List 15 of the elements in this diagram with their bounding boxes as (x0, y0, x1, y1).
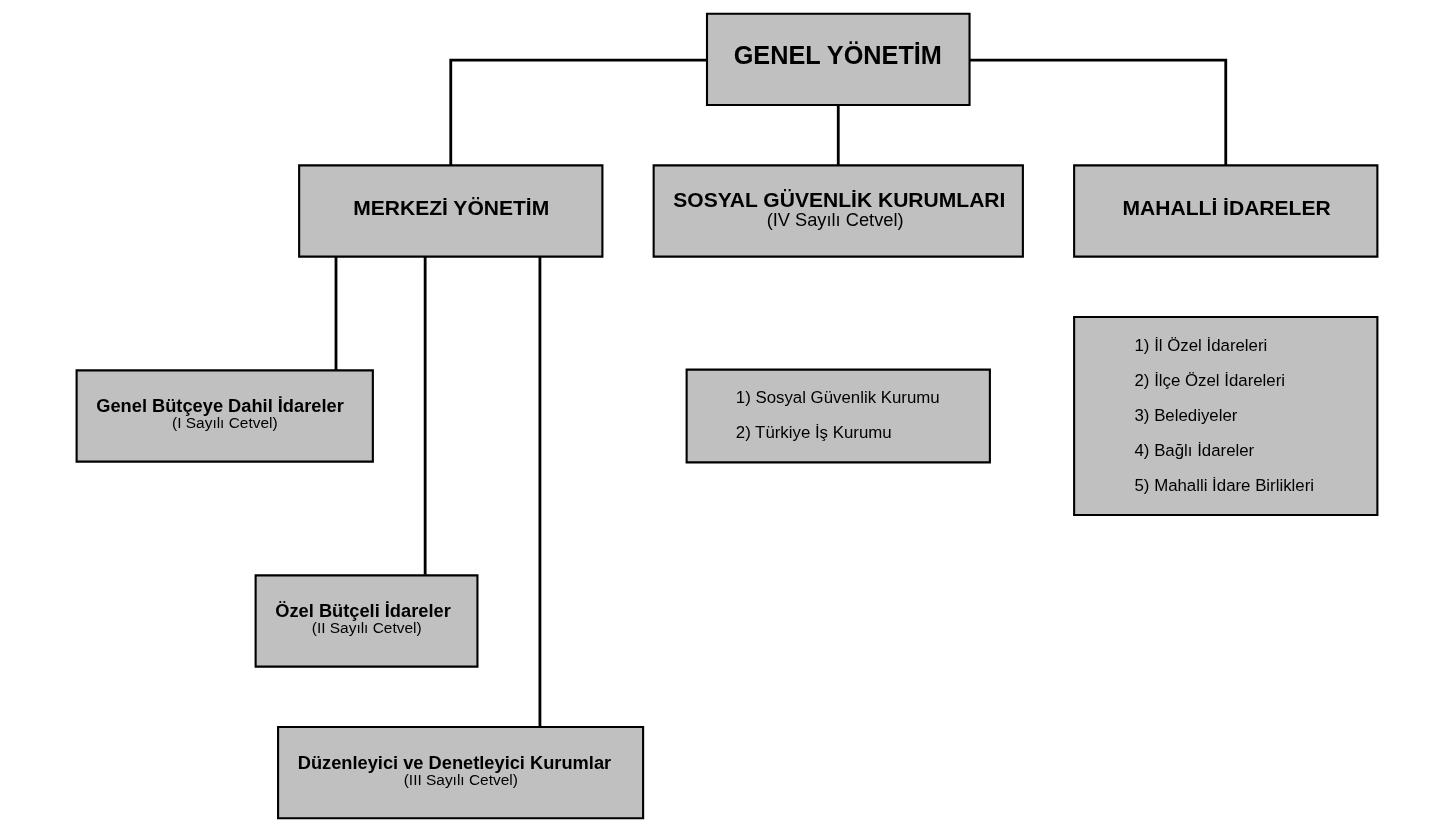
node-box: Genel Bütçeye Dahil İdareler (I Sayılı Cetvel) (75, 369, 374, 463)
connector (970, 58, 1228, 166)
node-box: Özel Bütçeli İdareler (II Sayılı Cetvel) (254, 574, 479, 668)
connector (836, 105, 840, 166)
connector (334, 257, 338, 371)
node-box: MERKEZİ YÖNETİM (298, 164, 604, 258)
connector (423, 256, 427, 575)
connector (449, 58, 707, 166)
node-box: 1) İl Özel İdareleri 2) İlçe Özel İdareleri 3) Belediyeler 4) Bağlı İdareler 5) Mahalli İdare Birlikleri (1073, 315, 1379, 517)
node-box: MAHALLİ İDARELER (1073, 164, 1379, 258)
node-box: GENEL YÖNETİM (705, 12, 971, 107)
node-box: 1) Sosyal Güvenlik Kurumu 2) Türkiye İş Kurumu (685, 368, 991, 464)
connector (538, 256, 542, 727)
node-box: Düzenleyici ve Denetleyici Kurumlar (III Sayılı Cetvel) (277, 725, 645, 820)
node-box: SOSYAL GÜVENLİK KURUMLARI (IV Sayılı Cetvel) (652, 164, 1024, 258)
